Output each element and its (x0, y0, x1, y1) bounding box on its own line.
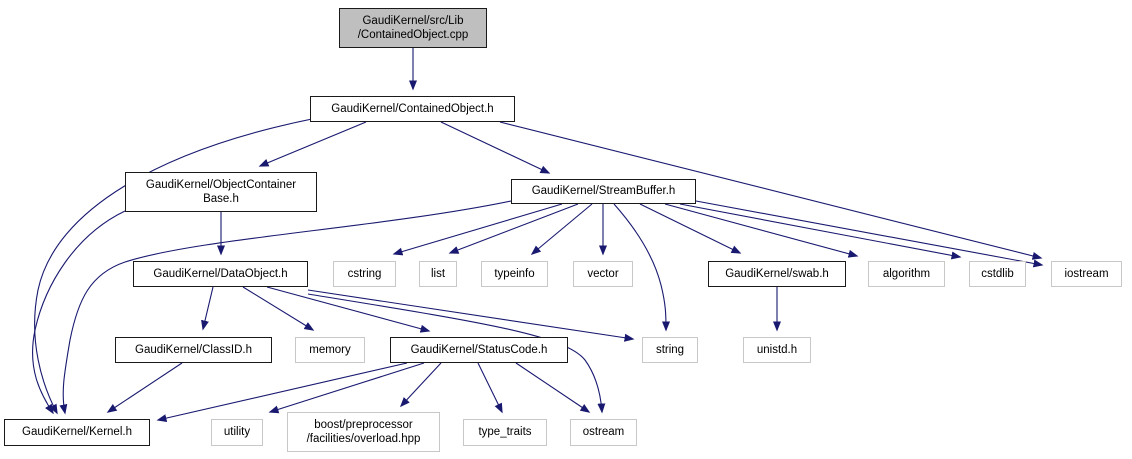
edge-dataobject-h--to--memory (242, 286, 315, 331)
node-classid-h[interactable]: GaudiKernel/ClassID.h (115, 337, 272, 363)
node-cstring: cstring (333, 261, 396, 287)
edge-streambuffer-h--to--iostream (695, 200, 1044, 268)
node-vector: vector (573, 261, 633, 287)
edge-classid-h--to--kernel-h (106, 362, 183, 413)
node-streambuffer-h[interactable]: GaudiKernel/StreamBuffer.h (511, 179, 696, 204)
node-containedobject-cpp: GaudiKernel/src/Lib /ContainedObject.cpp (339, 8, 487, 48)
node-type_traits: type_traits (463, 419, 547, 446)
edge-streambuffer-h--to--swab-h (639, 203, 742, 254)
edge-statuscode-h--to--kernel-h (156, 362, 408, 423)
edge-streambuffer-h--to--kernel-h (59, 200, 512, 415)
node-kernel-h[interactable]: GaudiKernel/Kernel.h (4, 419, 150, 446)
edge-streambuffer-h--to--string (613, 203, 670, 332)
node-objectcontainerbase-h[interactable]: GaudiKernel/ObjectContainer Base.h (125, 172, 317, 212)
edge-streambuffer-h--to--cstring (392, 203, 563, 256)
edge-containedobject-h--to--kernel-h (34, 118, 313, 415)
node-ostream: ostream (570, 419, 637, 446)
node-iostream: iostream (1051, 261, 1122, 287)
edge-dataobject-h--to--classid-h (201, 286, 214, 331)
node-utility: utility (211, 419, 263, 446)
edge-streambuffer-h--to--algorithm (664, 203, 859, 258)
edge-streambuffer-h--to--cstdlib (679, 203, 962, 260)
node-dataobject-h[interactable]: GaudiKernel/DataObject.h (133, 261, 308, 287)
node-boost-overload-hpp: boost/preprocessor /facilities/overload.… (287, 412, 440, 452)
edge-objectcontainerbase-h--to--kernel-h (32, 210, 126, 415)
node-cstdlib: cstdlib (969, 261, 1026, 287)
edge-streambuffer-h--to--list (448, 203, 579, 254)
edge-statuscode-h--to--utility (268, 362, 425, 414)
edge-statuscode-h--to--ostream (515, 362, 591, 413)
node-memory: memory (295, 337, 365, 363)
node-list: list (419, 261, 457, 287)
node-algorithm: algorithm (868, 261, 945, 287)
node-string: string (642, 337, 698, 363)
node-unistd-h: unistd.h (743, 337, 811, 363)
edge-dataobject-h--to--string (307, 289, 635, 342)
node-statuscode-h[interactable]: GaudiKernel/StatusCode.h (390, 337, 568, 363)
edge-statuscode-h--to--boost-overload-hpp (399, 362, 442, 408)
edge-streambuffer-h--to--typeinfo (530, 203, 593, 255)
edge-statuscode-h--to--type_traits (477, 362, 503, 414)
edge-containedobject-h--to--streambuffer-h (440, 121, 551, 174)
node-swab-h[interactable]: GaudiKernel/swab.h (708, 261, 846, 287)
node-typeinfo: typeinfo (481, 261, 548, 287)
edge-containedobject-h--to--iostream (499, 121, 1043, 260)
edge-dataobject-h--to--statuscode-h (266, 286, 431, 333)
node-containedobject-h[interactable]: GaudiKernel/ContainedObject.h (310, 96, 515, 122)
edge-containedobject-h--to--objectcontainerbase-h (258, 121, 367, 167)
